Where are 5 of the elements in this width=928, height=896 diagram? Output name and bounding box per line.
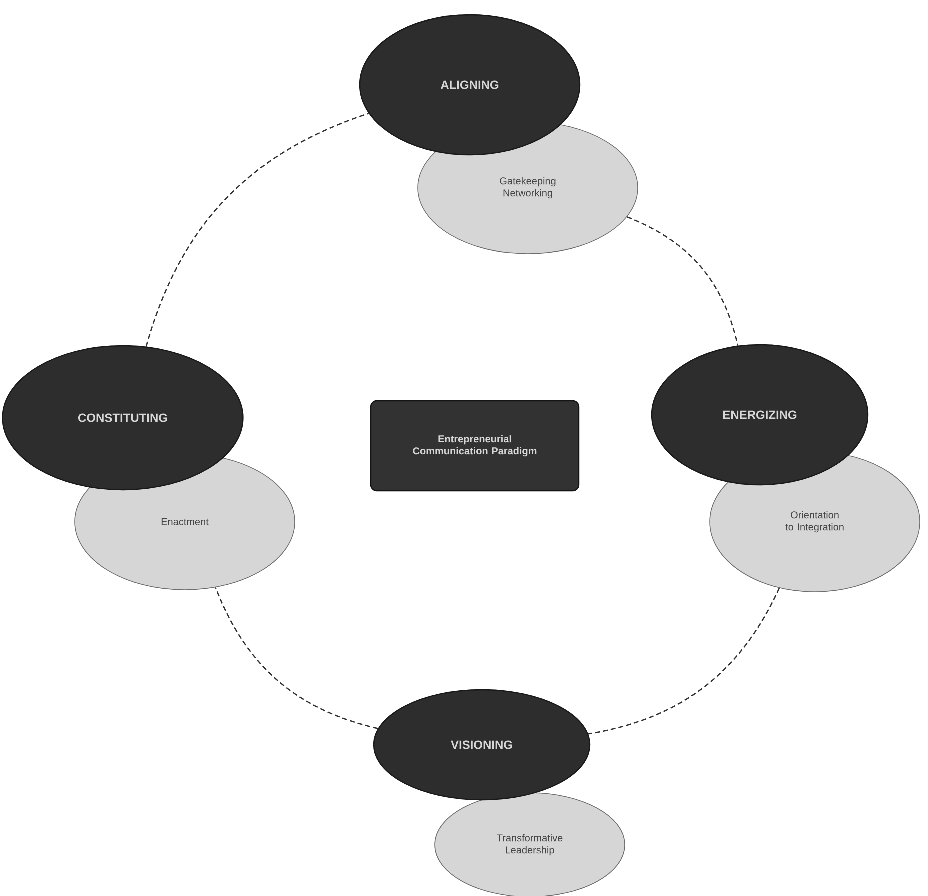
center-box: Entrepreneurial Communication Paradigm [370, 400, 580, 492]
dashed-arc [626, 216, 739, 346]
dashed-arc [215, 587, 378, 730]
dashed-arc [588, 588, 780, 735]
dashed-arc [146, 113, 370, 347]
